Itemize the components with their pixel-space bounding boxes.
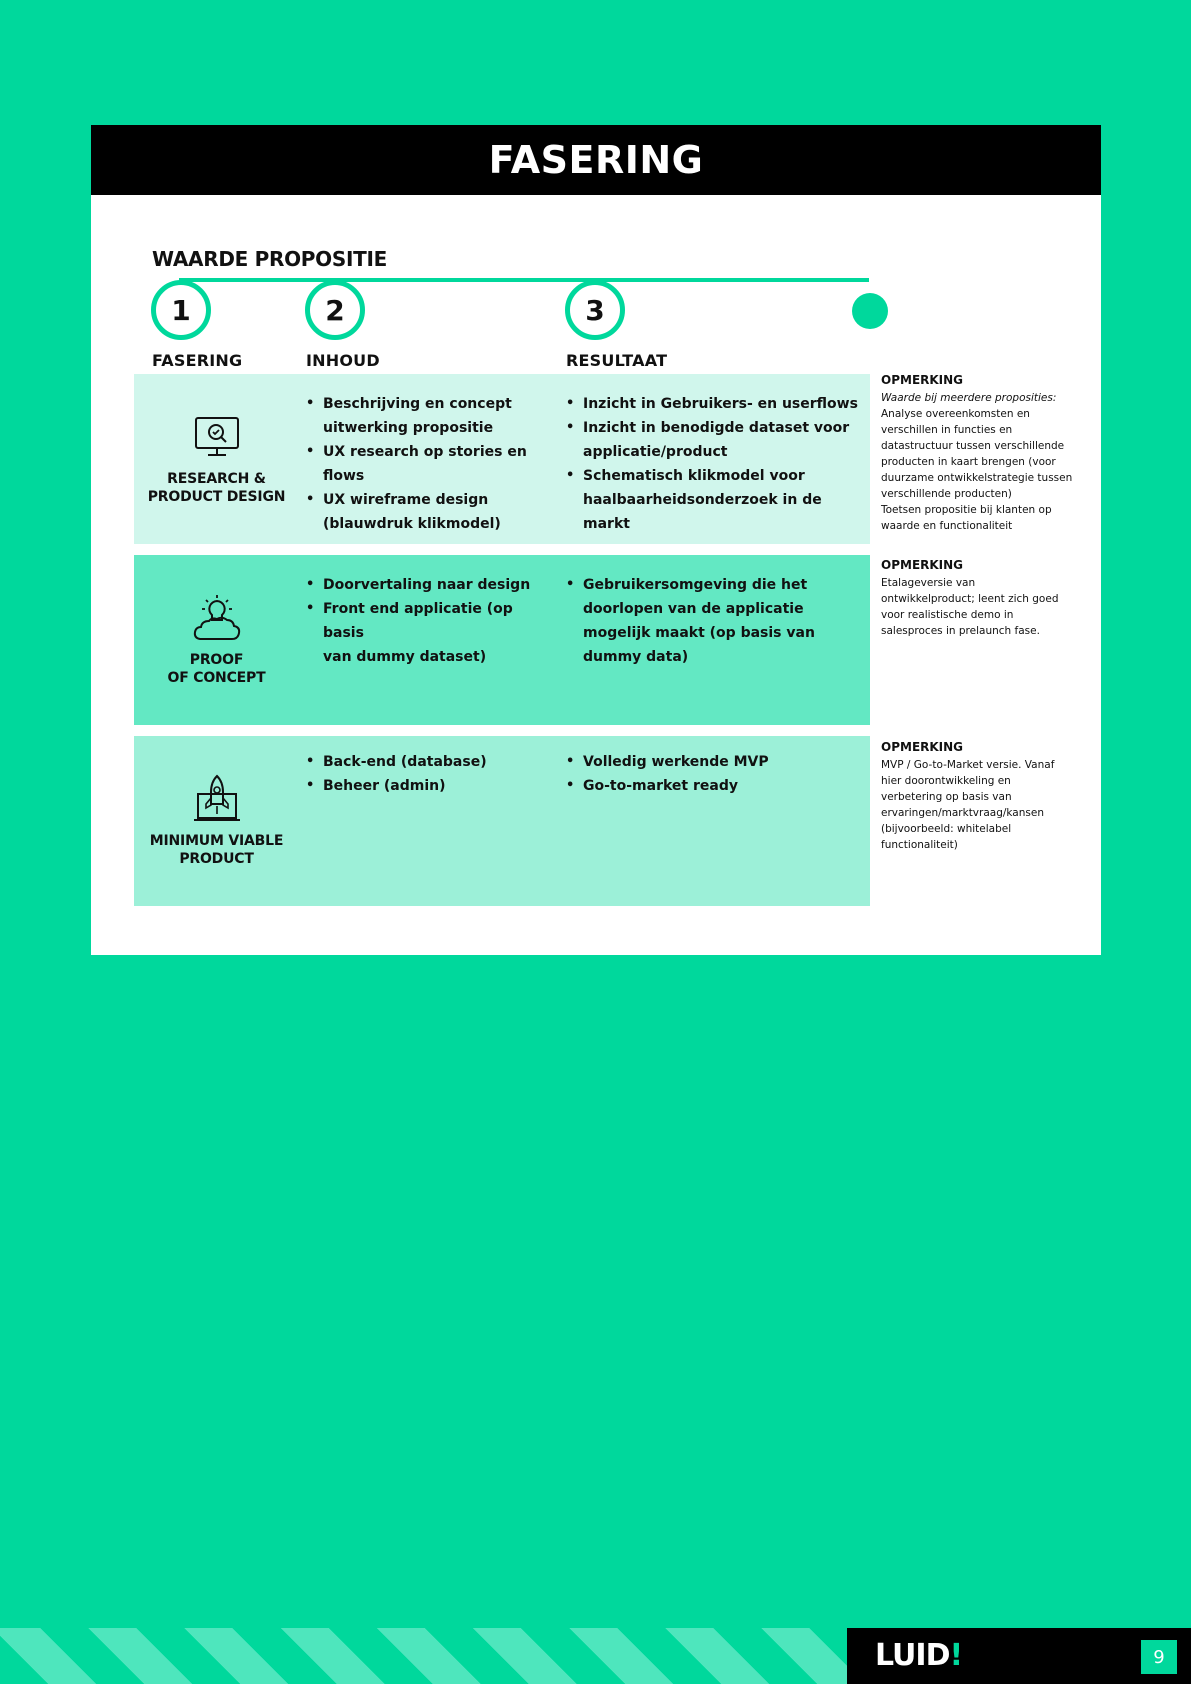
note-line: voor realistische demo in — [881, 609, 1014, 621]
note-line: verschillen in functies en — [881, 424, 1013, 436]
list-item: dummy data) — [583, 649, 689, 665]
page-number: 9 — [1141, 1640, 1177, 1674]
note-proof-of-concept: OPMERKING Etalageversie van ontwikkelpro… — [881, 558, 1091, 639]
note-line: waarde en functionaliteit — [881, 520, 1013, 532]
footer-brand-area: LUID! 9 — [847, 1628, 1191, 1684]
content-list: Back-end (database) Beheer (admin) — [306, 750, 546, 798]
list-item: Schematisch klikmodel voor — [566, 464, 866, 488]
list-item: Beheer (admin) — [306, 774, 546, 798]
research-monitor-icon — [194, 417, 239, 456]
content-list: Beschrijving en concept uitwerking propo… — [306, 392, 546, 536]
note-line: verbetering op basis van — [881, 791, 1012, 803]
list-item: van dummy dataset) — [323, 649, 487, 665]
list-item: Beschrijving en concept — [306, 392, 546, 416]
step-3-circle: 3 — [565, 280, 625, 340]
phase-cell: MINIMUM VIABLE PRODUCT — [134, 736, 299, 906]
list-item: applicatie/product — [583, 444, 728, 460]
column-label-phase: FASERING — [152, 351, 243, 370]
timeline-line — [179, 278, 869, 282]
list-item: uitwerking propositie — [323, 420, 494, 436]
note-title: OPMERKING — [881, 373, 964, 387]
note-text: Etalageversie van ontwikkelproduct; leen… — [881, 575, 1091, 639]
column-label-result: RESULTAAT — [566, 351, 668, 370]
list-item: Inzicht in Gebruikers- en userflows — [566, 392, 866, 416]
timeline-end-dot — [852, 293, 888, 329]
phase-label: RESEARCH & PRODUCT DESIGN — [147, 471, 286, 505]
logo-mark: ! — [949, 1638, 963, 1673]
note-line: salesproces in prelaunch fase. — [881, 625, 1040, 637]
note-text: Waarde bij meerdere proposities: Analyse… — [881, 390, 1091, 534]
note-line: datastructuur tussen verschillende — [881, 440, 1065, 452]
content-list: Doorvertaling naar design Front end appl… — [306, 573, 546, 669]
list-item: Back-end (database) — [306, 750, 546, 774]
phase-row-proof-of-concept: PROOF OF CONCEPT Doorvertaling naar desi… — [134, 555, 870, 725]
title-bar: FASERING — [91, 125, 1101, 195]
note-line: producten in kaart brengen (voor — [881, 456, 1056, 468]
page-title: FASERING — [488, 138, 704, 182]
phase-cell: RESEARCH & PRODUCT DESIGN — [134, 374, 299, 544]
note-line: functionaliteit) — [881, 839, 958, 851]
note-line: Analyse overeenkomsten en — [881, 408, 1030, 420]
note-intro: Waarde bij meerdere proposities: — [881, 392, 1057, 404]
note-line: Etalageversie van — [881, 577, 976, 589]
list-item: UX wireframe design — [306, 488, 546, 512]
list-item: doorlopen van de applicatie — [583, 601, 804, 617]
note-line: ontwikkelproduct; leent zich goed — [881, 593, 1059, 605]
list-item: haalbaarheidsonderzoek in de markt — [583, 492, 822, 532]
logo-text: LUID — [875, 1638, 950, 1673]
luid-logo: LUID! — [875, 1638, 963, 1673]
list-item: Doorvertaling naar design — [306, 573, 546, 597]
list-item: Inzicht in benodigde dataset voor — [566, 416, 866, 440]
list-item: Go-to-market ready — [566, 774, 866, 798]
content-card: FASERING WAARDE PROPOSITIE 1 2 3 FASERIN… — [91, 125, 1101, 955]
step-1-circle: 1 — [151, 280, 211, 340]
rocket-laptop-icon — [193, 774, 240, 821]
phase-cell: PROOF OF CONCEPT — [134, 555, 299, 725]
note-text: MVP / Go-to-Market versie. Vanaf hier do… — [881, 757, 1091, 853]
phase-row-mvp: MINIMUM VIABLE PRODUCT Back-end (databas… — [134, 736, 870, 906]
note-line: duurzame ontwikkelstrategie tussen — [881, 472, 1073, 484]
note-line: MVP / Go-to-Market versie. Vanaf — [881, 759, 1055, 771]
note-title: OPMERKING — [881, 558, 964, 572]
phase-label: MINIMUM VIABLE PRODUCT — [149, 833, 284, 867]
list-item: mogelijk maakt (op basis van — [583, 625, 815, 641]
result-list: Volledig werkende MVP Go-to-market ready — [566, 750, 866, 798]
list-item: UX research op stories en flows — [306, 440, 546, 488]
list-item: Gebruikersomgeving die het — [566, 573, 866, 597]
note-line: verschillende producten) — [881, 488, 1012, 500]
footer-bar: LUID! 9 — [0, 1628, 1191, 1684]
note-research: OPMERKING Waarde bij meerdere propositie… — [881, 373, 1091, 534]
note-line: ervaringen/marktvraag/kansen — [881, 807, 1044, 819]
note-mvp: OPMERKING MVP / Go-to-Market versie. Van… — [881, 740, 1091, 853]
result-list: Inzicht in Gebruikers- en userflows Inzi… — [566, 392, 866, 536]
phase-row-research: RESEARCH & PRODUCT DESIGN Beschrijving e… — [134, 374, 870, 544]
list-item: Volledig werkende MVP — [566, 750, 866, 774]
section-title: WAARDE PROPOSITIE — [152, 247, 387, 271]
list-item: Front end applicatie (op basis — [306, 597, 546, 645]
note-line: Toetsen propositie bij klanten op — [881, 504, 1052, 516]
note-line: hier doorontwikkeling en — [881, 775, 1011, 787]
note-line: (bijvoorbeeld: whitelabel — [881, 823, 1012, 835]
list-item: (blauwdruk klikmodel) — [323, 516, 501, 532]
result-list: Gebruikersomgeving die het doorlopen van… — [566, 573, 866, 669]
step-2-circle: 2 — [305, 280, 365, 340]
note-title: OPMERKING — [881, 740, 964, 754]
phase-label: PROOF OF CONCEPT — [167, 652, 266, 686]
column-label-content: INHOUD — [306, 351, 380, 370]
lightbulb-cloud-icon — [193, 595, 240, 640]
